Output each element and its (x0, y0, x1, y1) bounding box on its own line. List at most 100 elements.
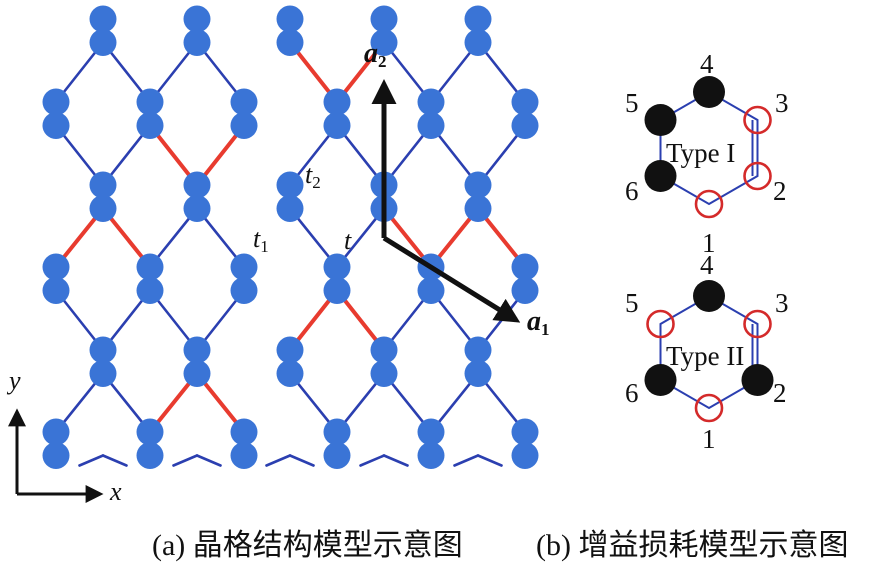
lattice-site (183, 336, 211, 364)
lattice-site (89, 5, 117, 33)
lattice-site (42, 277, 70, 304)
loss-site (646, 309, 675, 339)
lattice-site (323, 418, 351, 446)
lattice-site (42, 253, 70, 281)
lattice-site (276, 336, 304, 364)
type-i-site-5: 5 (625, 88, 639, 118)
lattice-site (370, 360, 398, 387)
type-ii-site-5: 5 (625, 288, 639, 318)
lattice-site (323, 442, 351, 469)
lattice-site (417, 418, 445, 446)
lattice-site (511, 418, 539, 446)
lattice-site (42, 442, 70, 469)
gain-site (644, 104, 677, 136)
lattice-site (183, 5, 211, 33)
lattice-site (136, 277, 164, 304)
lattice-site (370, 336, 398, 364)
type-ii-label: Type II (666, 341, 745, 371)
lattice-bonds (54, 17, 527, 467)
vector-a1-label: a1 (527, 306, 550, 339)
bond (172, 454, 199, 467)
bond (265, 454, 292, 467)
loss-site (743, 161, 772, 191)
lattice-site (136, 112, 164, 139)
type-i-site-2: 2 (773, 176, 787, 206)
lattice-site (183, 29, 211, 56)
lattice-site (42, 418, 70, 446)
loss-site (694, 189, 724, 219)
lattice-site (511, 88, 539, 116)
bond (453, 454, 480, 467)
lattice-site (136, 442, 164, 469)
hopping-t2-label: t2 (305, 160, 321, 192)
lattice-site (464, 336, 492, 364)
loss-site (743, 105, 772, 135)
bond (476, 454, 503, 467)
type-i-site-3: 3 (775, 88, 789, 118)
lattice-site (511, 112, 539, 139)
lattice-site (230, 112, 258, 139)
honeycomb-lattice (42, 5, 539, 469)
type-i-site-1: 1 (702, 228, 716, 258)
type-i-site-4: 4 (700, 49, 714, 79)
lattice-site (417, 88, 445, 116)
lattice-site (511, 253, 539, 281)
lattice-site (511, 442, 539, 469)
bond (195, 454, 222, 467)
type-i-site-6: 6 (625, 176, 639, 206)
axis-x-label: x (110, 477, 122, 506)
lattice-sites (42, 5, 539, 469)
type-i-hexagon (644, 76, 772, 219)
type-ii-site-1: 1 (702, 424, 716, 454)
lattice-site (417, 112, 445, 139)
bond (101, 454, 128, 467)
lattice-site (370, 5, 398, 33)
lattice-site (230, 442, 258, 469)
lattice-site (89, 171, 117, 199)
loss-site (694, 393, 724, 423)
caption-a: (a) 晶格结构模型示意图 (152, 529, 463, 562)
lattice-site (230, 253, 258, 281)
lattice-site (230, 418, 258, 446)
lattice-site (370, 29, 398, 56)
lattice-site (183, 360, 211, 387)
hopping-t1-label: t1 (253, 224, 269, 256)
bond (359, 454, 386, 467)
hopping-t-label: t (344, 226, 352, 255)
type-ii-site-6: 6 (625, 378, 639, 408)
gain-site (693, 280, 725, 312)
lattice-site (323, 253, 351, 281)
type-ii-hexagon (644, 280, 774, 423)
lattice-site (323, 112, 351, 139)
lattice-site (89, 29, 117, 56)
axis-y-label: y (9, 366, 21, 395)
lattice-site (42, 112, 70, 139)
lattice-site (511, 277, 539, 304)
lattice-site (42, 88, 70, 116)
lattice-site (464, 171, 492, 199)
lattice-site (276, 29, 304, 56)
lattice-site (183, 171, 211, 199)
gain-site (741, 364, 774, 396)
type-ii-site-4: 4 (700, 250, 714, 280)
gain-site (693, 76, 725, 108)
lattice-site (464, 5, 492, 33)
lattice-site (136, 88, 164, 116)
vector-a1-arrow (382, 235, 521, 323)
lattice-site (230, 277, 258, 304)
bond (78, 454, 105, 467)
xy-axes (8, 408, 104, 503)
lattice-site (276, 171, 304, 199)
lattice-site (230, 88, 258, 116)
lattice-site (183, 195, 211, 222)
bond (288, 454, 315, 467)
gain-site (644, 364, 677, 396)
lattice-site (136, 418, 164, 446)
lattice-site (89, 360, 117, 387)
lattice-site (276, 195, 304, 222)
loss-site (743, 309, 772, 339)
lattice-site (417, 277, 445, 304)
lattice-site (464, 29, 492, 56)
type-i-label: Type I (666, 138, 736, 168)
